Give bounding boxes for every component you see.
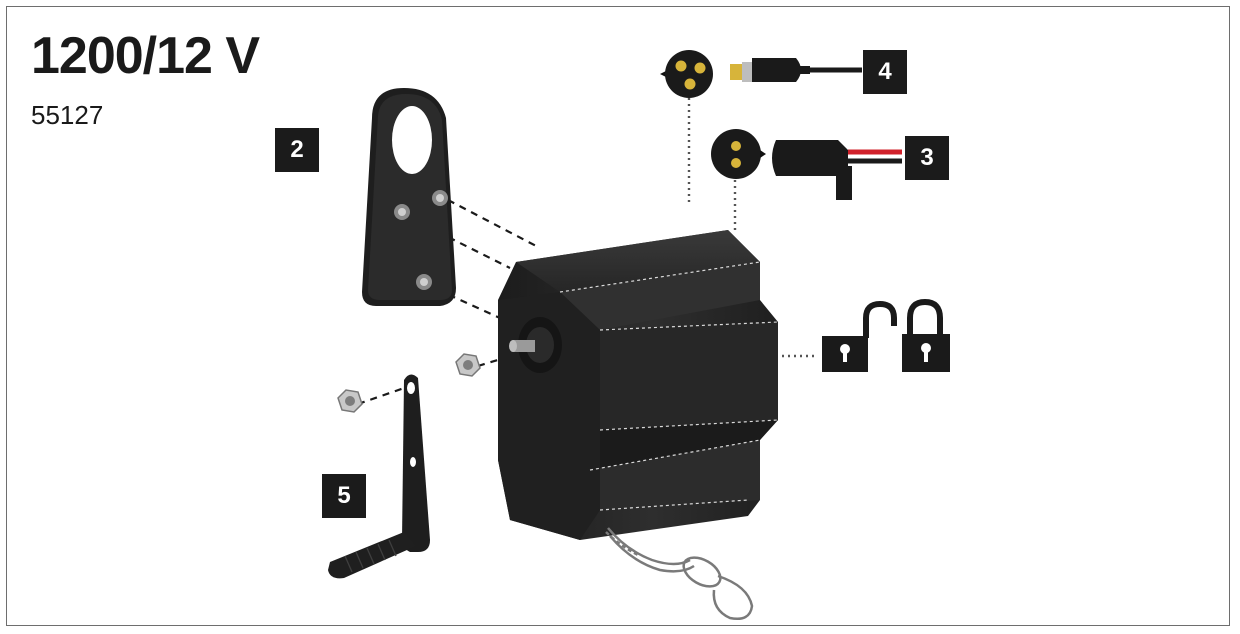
callout-badge-4: 4 [863,50,907,94]
motor-housing [498,230,779,540]
closed-padlock-icon [902,298,950,372]
callout-badge-5: 5 [322,474,366,518]
product-title: 1200/12 V [31,27,260,85]
red-black-power-cable [772,140,902,200]
usb-style-cable [730,58,862,82]
hand-crank [328,374,430,579]
product-code: 55127 [31,100,104,130]
open-padlock-icon [822,300,897,372]
hex-nuts [337,353,481,413]
callout-badge-2: 2 [275,128,319,172]
mounting-bracket [362,88,456,306]
dotted-leader-lines [548,98,818,358]
chain-snap-hook [605,527,754,620]
callout-badge-3: 3 [905,136,949,180]
nut-leader-lines [357,353,515,406]
diagram-frame [6,6,1230,626]
three-pin-connector [660,50,713,98]
two-pin-connector [711,129,766,179]
